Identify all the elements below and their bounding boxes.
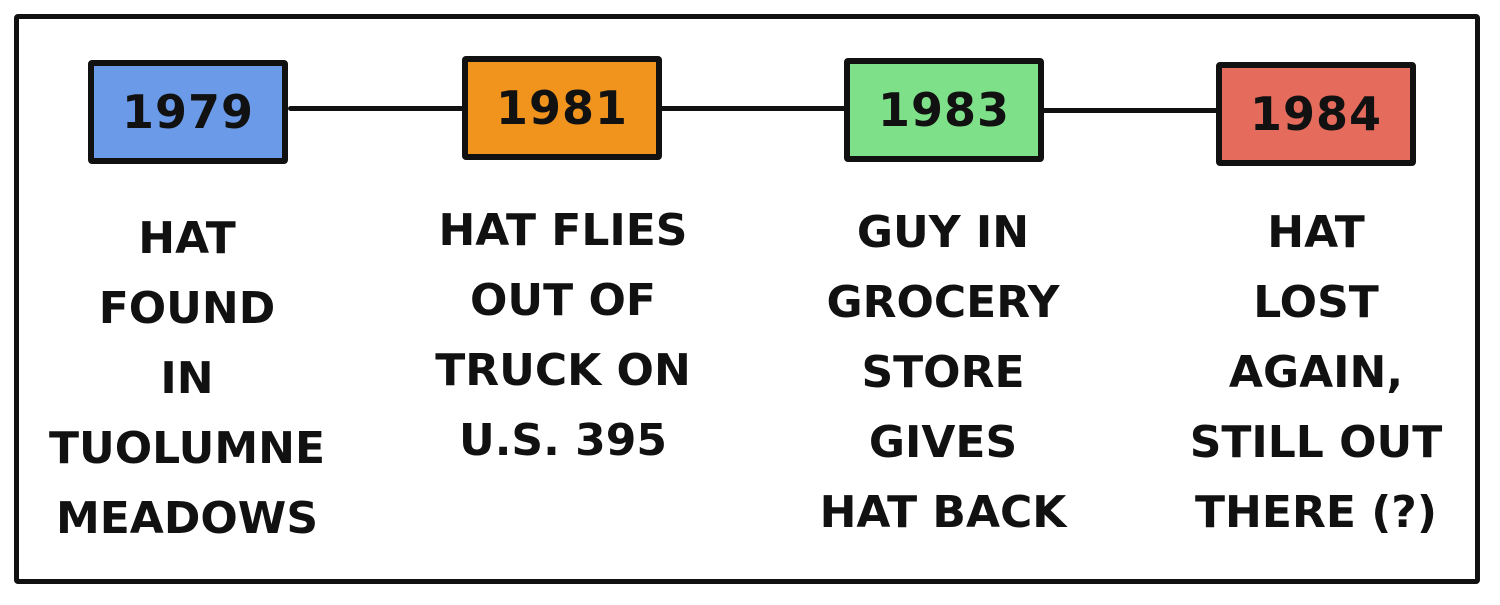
event-description: HAT LOST AGAIN, STILL OUT THERE (?) [1189,207,1443,538]
year-box-1979: 1979 [88,60,288,164]
event-description: HAT FLIES OUT OF TRUCK ON U.S. 395 [435,205,691,466]
year-label: 1984 [1249,87,1383,141]
year-label: 1981 [495,81,629,135]
year-box-1983: 1983 [844,58,1044,162]
timeline-connector [1042,108,1218,113]
timeline-connector [660,106,846,111]
event-description: GUY IN GROCERY STORE GIVES HAT BACK [819,207,1067,538]
year-label: 1983 [877,83,1011,137]
event-description: HAT FOUND IN TUOLUMNE MEADOWS [48,213,325,544]
year-label: 1979 [121,85,255,139]
year-box-1981: 1981 [462,56,662,160]
timeline-connector [288,106,464,111]
year-box-1984: 1984 [1216,62,1416,166]
